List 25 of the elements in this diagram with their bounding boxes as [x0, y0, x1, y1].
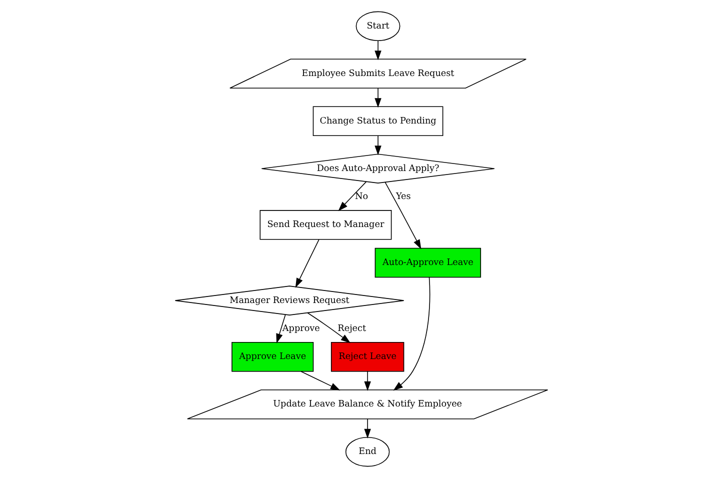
node-box: Approve Leave [232, 342, 314, 372]
node-box: Change Status to Pending [312, 106, 444, 136]
arrow [338, 181, 367, 212]
edge-label: Reject [338, 324, 366, 334]
arrow [276, 314, 286, 344]
edge-label: Yes [396, 192, 411, 202]
node-ellipse: Start [356, 11, 400, 42]
arrow [364, 418, 371, 438]
node-box: Reject Leave [330, 342, 404, 372]
arrow [374, 88, 382, 108]
edge-label: Approve [282, 324, 320, 334]
arrow [300, 371, 340, 390]
arrow [393, 276, 430, 391]
node-diamond: Manager Reviews Request [174, 286, 404, 316]
arrow [384, 182, 422, 250]
node-box: Send Request to Manager [260, 210, 392, 240]
arrow [364, 371, 371, 392]
node-box: Auto-Approve Leave [374, 248, 482, 278]
node-diamond: Does Auto-Approval Apply? [261, 154, 495, 184]
arrow [374, 135, 382, 156]
node-ellipse: End [345, 436, 390, 467]
edge-label: No [354, 192, 368, 202]
arrow [374, 40, 382, 60]
arrow [307, 312, 351, 344]
arrow [295, 239, 320, 288]
